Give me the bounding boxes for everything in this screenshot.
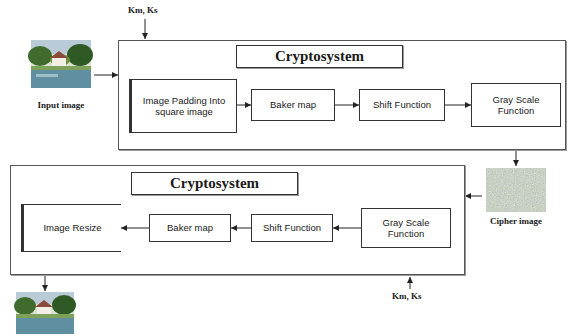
node-text: Shift Function [260,220,324,235]
process-box: Shift Function [359,89,445,121]
cipher-image: Cipher image [482,166,550,226]
process-box: Baker map [251,89,335,121]
title-text: Cryptosystem [236,45,403,68]
output-arrow [45,276,46,291]
process-box: Baker map [149,214,231,242]
node-text: Baker map [164,220,216,235]
flow-arrow [94,75,118,76]
title-text: Cryptosystem [131,172,298,195]
process-box: Shift Function [251,214,333,242]
output-picture [14,292,76,334]
key-arrow [145,19,146,39]
flow-arrow [333,228,361,229]
flow-arrow [335,105,359,106]
flow-arrow [231,228,251,229]
flow-arrow [516,150,517,166]
flow-arrow [237,105,251,106]
key-label: Km, Ks [128,5,158,15]
node-text: Baker map [267,97,319,112]
image-caption: Input image [38,100,85,110]
key-label: Km, Ks [392,291,422,301]
node-text: Gray Scale Function [472,92,560,119]
process-box: Image Resize [21,204,121,252]
process-box: Gray Scale Function [471,83,561,127]
flow-arrow [465,196,482,197]
flow-arrow [121,228,149,229]
key-arrow [410,277,411,289]
node-text: Gray Scale Function [362,215,450,242]
flow-arrow [445,105,471,106]
node-text: Image Resize [40,220,104,235]
cryptosystem-box: CryptosystemGray Scale Function Shift Fun… [10,165,465,275]
node-text: Image Padding Into square image [132,93,236,120]
process-box: Image Padding Into square image [129,79,237,133]
cipher-picture [486,168,546,212]
input-image: Input image [28,38,94,110]
cryptosystem-box: CryptosystemImage Padding Into square im… [118,40,566,150]
image-caption: Cipher image [490,216,542,226]
input-picture [28,40,93,88]
process-box: Gray Scale Function [361,208,451,248]
node-text: Shift Function [370,97,434,112]
